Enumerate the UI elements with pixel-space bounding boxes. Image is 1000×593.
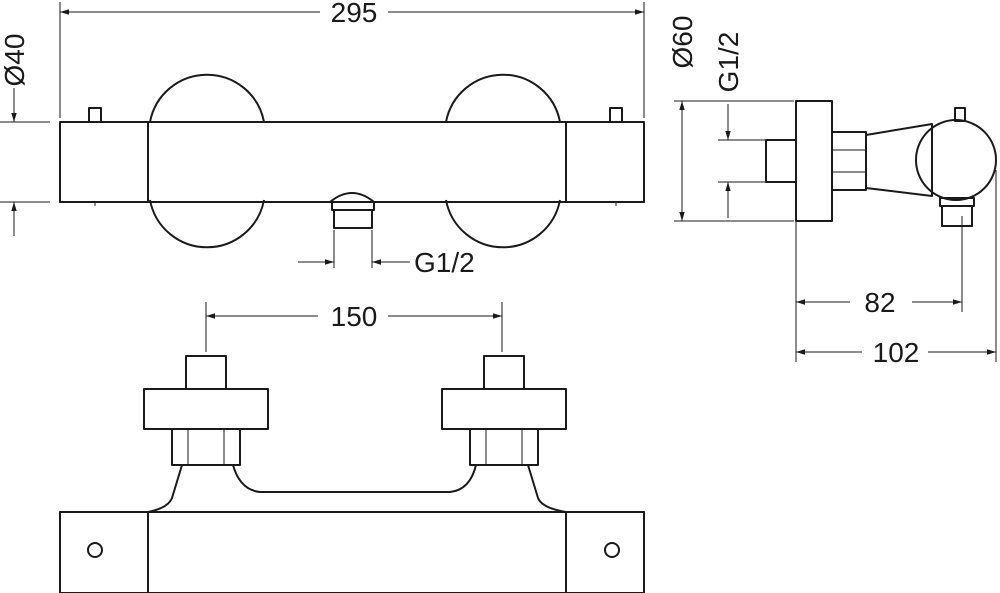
front-outlet-thread-label: G1/2 [414, 247, 475, 278]
side-inlet-thread-label: G1/2 [713, 32, 744, 93]
projection-total-label: 102 [873, 337, 920, 368]
flange-diameter-label: Ø60 [667, 16, 698, 69]
front-view: 295 Ø40 G1/2 [0, 0, 645, 278]
projection-short-label: 82 [864, 287, 895, 318]
inlet-spacing-label: 150 [331, 301, 378, 332]
body-diameter-label: Ø40 [0, 34, 30, 87]
overall-length-label: 295 [331, 0, 378, 28]
side-view: Ø60 G1/2 82 102 [667, 16, 997, 368]
top-view: 150 [59, 301, 645, 593]
